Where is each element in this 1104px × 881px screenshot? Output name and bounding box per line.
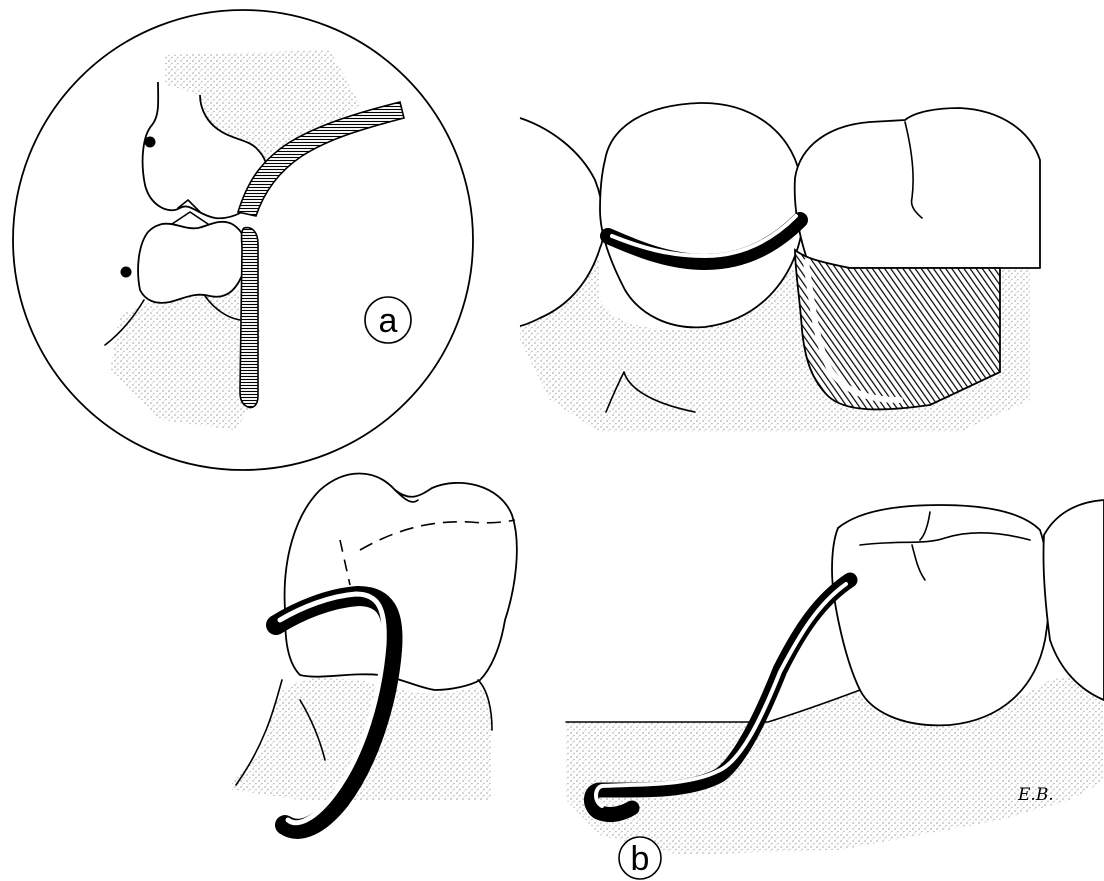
label-a: a bbox=[365, 297, 411, 343]
panel-a-buccal-view bbox=[520, 103, 1040, 432]
ridge-gingiva bbox=[566, 670, 1104, 855]
lower-clasp-wire bbox=[240, 228, 258, 408]
lower-tooth bbox=[138, 222, 247, 303]
panel-b-occlusal-view: E.B. b bbox=[566, 500, 1104, 879]
artist-signature: E.B. bbox=[1017, 785, 1054, 805]
label-b: b bbox=[619, 837, 661, 879]
upper-contact-point bbox=[145, 137, 156, 148]
panel-a-cross-section: a bbox=[13, 10, 473, 470]
label-a-text: a bbox=[379, 302, 398, 340]
panel-b-molar-view bbox=[232, 474, 517, 829]
right-adjacent-tooth bbox=[795, 108, 1040, 268]
denture-base-plate bbox=[795, 250, 1000, 409]
lower-contact-point bbox=[121, 267, 132, 278]
abutment-tooth bbox=[832, 505, 1049, 725]
label-b-text: b bbox=[631, 840, 650, 878]
neighbor-tooth-right bbox=[1043, 500, 1104, 700]
